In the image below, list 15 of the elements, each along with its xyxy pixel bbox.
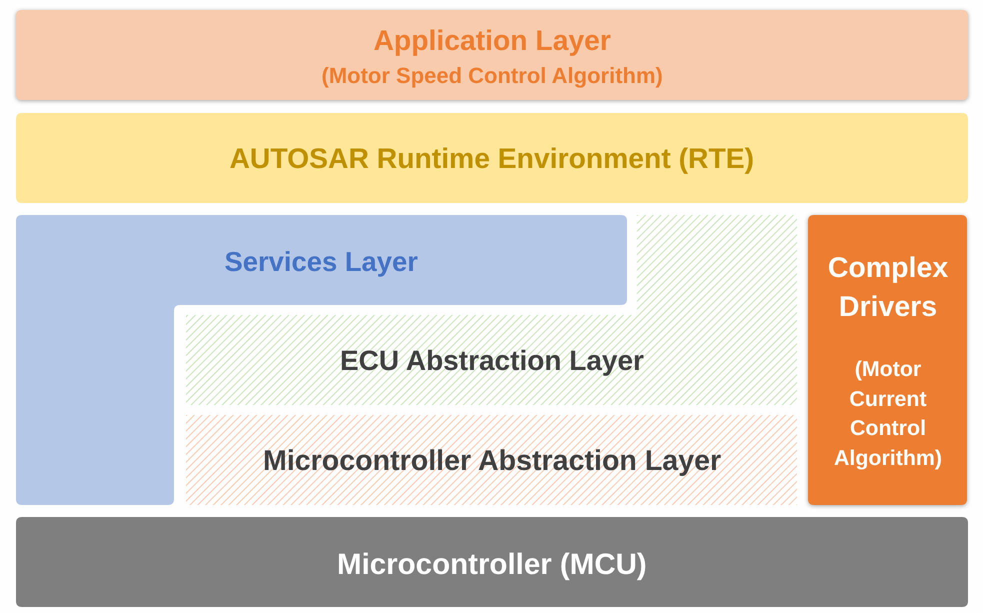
layer-title: Application Layer — [374, 24, 611, 58]
layer-panel — [16, 113, 968, 203]
layer-title: Microcontroller (MCU) — [337, 546, 647, 582]
layer-subtitle: (Motor Speed Control Algorithm) — [322, 63, 663, 90]
layer-panel — [16, 10, 968, 100]
layer-title: AUTOSAR Runtime Environment (RTE) — [230, 142, 754, 176]
layer-title: ECU Abstraction Layer — [340, 344, 644, 378]
layer-subtitle: (Motor Current Control Algorithm) — [832, 356, 944, 472]
layer-panel — [16, 517, 968, 607]
layer-title: Complex Drivers — [826, 250, 950, 325]
hatched-layer-panel — [186, 215, 797, 405]
hatched-layer-panel — [186, 415, 797, 505]
layer-title: Microcontroller Abstraction Layer — [263, 444, 722, 478]
layer-title: Services Layer — [224, 246, 418, 278]
layer-panel — [808, 215, 967, 505]
